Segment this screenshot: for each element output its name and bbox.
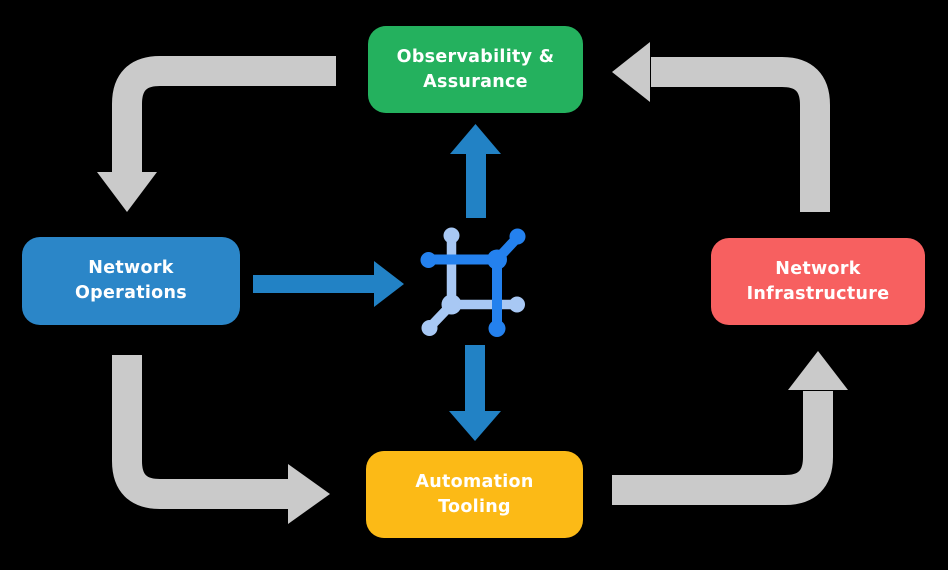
- network-platform-icon-dark: [420, 228, 526, 337]
- arrow-platform-to-automation-icon: [449, 345, 501, 441]
- arrow-head: [374, 261, 404, 307]
- arrow-shaft: [612, 391, 833, 505]
- arrow-operations-to-platform-icon: [253, 261, 404, 307]
- node-network-operations-label: Network Operations: [75, 258, 187, 303]
- node-observability-assurance: Observability & Assurance: [368, 26, 583, 113]
- arrow-shaft: [112, 56, 336, 173]
- arrow-operations-to-automation-icon: [112, 355, 330, 524]
- arrow-head: [450, 124, 501, 154]
- network-platform-icon: [420, 227, 526, 337]
- arrow-head: [97, 172, 157, 212]
- network-platform-icon-light: [421, 227, 525, 336]
- node-network-operations: Network Operations: [22, 237, 240, 325]
- arrow-shaft: [651, 57, 830, 212]
- node-automation-tooling: Automation Tooling: [366, 451, 583, 538]
- arrow-infrastructure-to-observability-icon: [612, 42, 830, 212]
- arrow-shaft: [112, 355, 289, 509]
- arrow-head: [449, 411, 501, 441]
- arrow-automation-to-infrastructure-icon: [612, 351, 848, 505]
- node-network-infrastructure: Network Infrastructure: [711, 238, 925, 325]
- arrow-head: [612, 42, 650, 102]
- arrow-head: [288, 464, 330, 524]
- arrow-platform-to-observability-icon: [450, 124, 501, 218]
- arrow-head: [788, 351, 848, 390]
- data-arrows: [253, 124, 501, 441]
- node-observability-assurance-label: Observability & Assurance: [396, 46, 555, 92]
- flow-arrows: [97, 42, 848, 524]
- node-network-infrastructure-label: Network Infrastructure: [746, 258, 890, 304]
- node-automation-tooling-label: Automation Tooling: [415, 471, 534, 517]
- arrow-observability-to-operations-icon: [97, 56, 336, 212]
